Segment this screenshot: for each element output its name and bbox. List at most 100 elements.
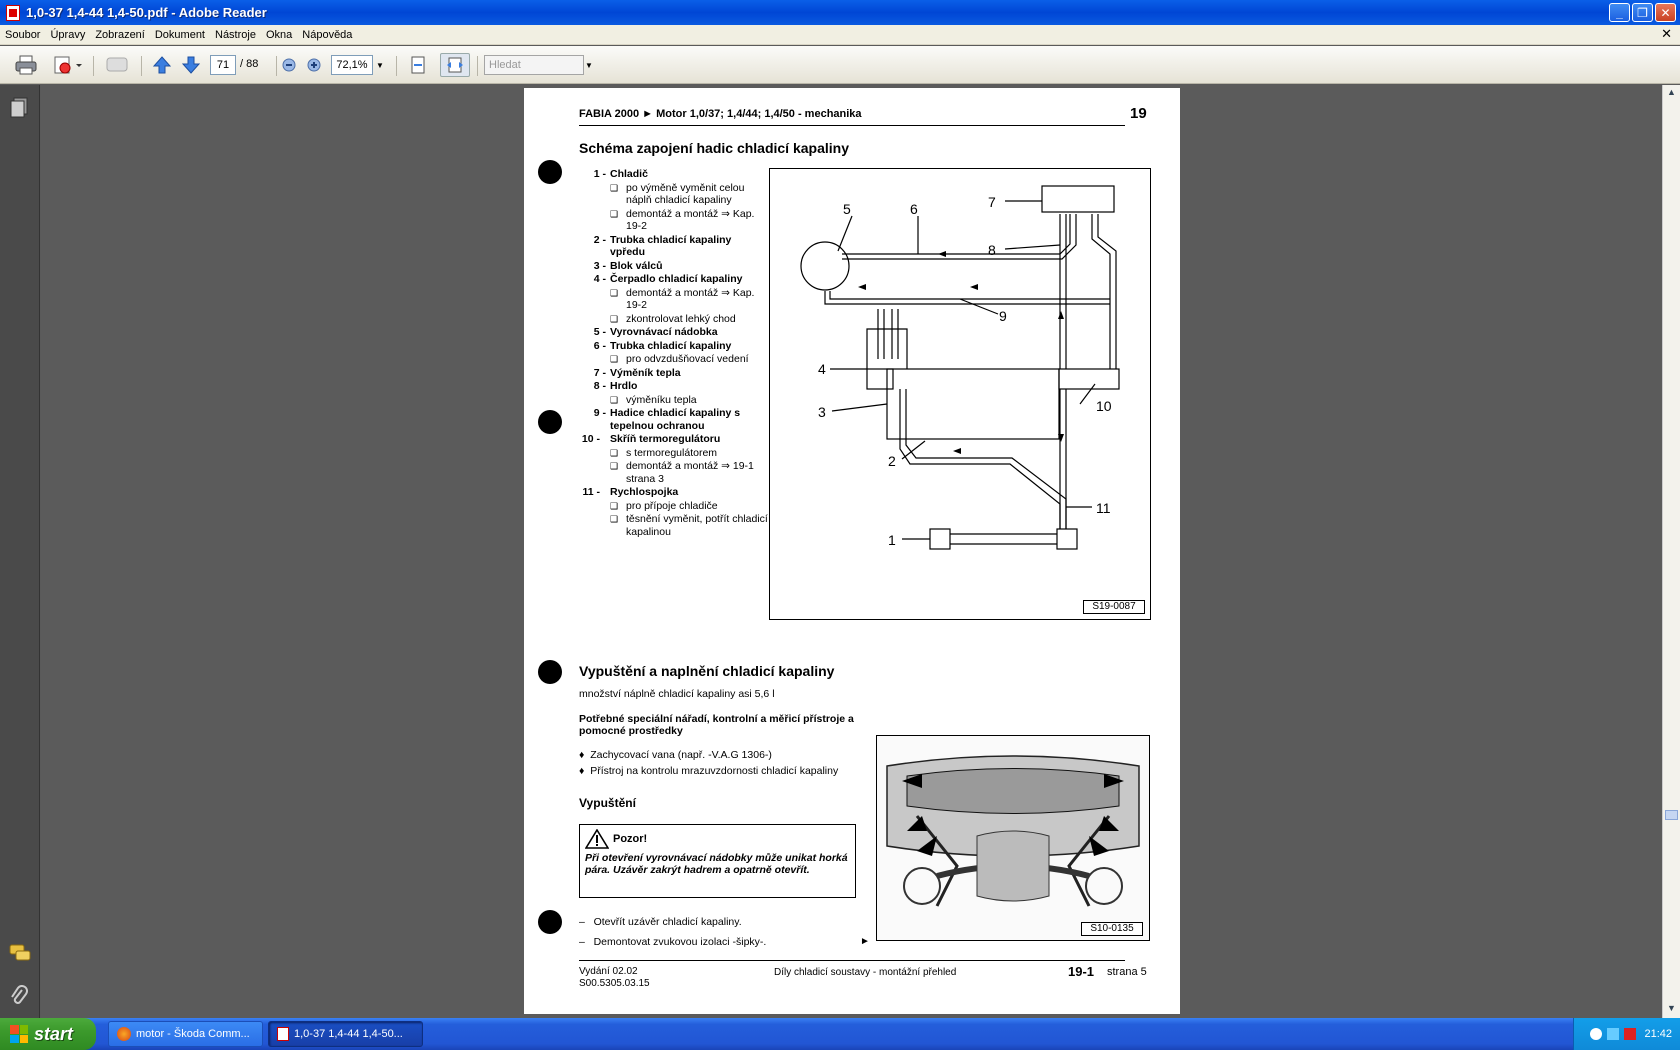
taskbar-item-firefox-label: motor - Škoda Comm... xyxy=(136,1028,250,1040)
taskbar: start motor - Škoda Comm... 1,0-37 1,4-4… xyxy=(0,1018,1680,1050)
comments-panel-icon[interactable] xyxy=(8,943,32,966)
legend-subitem: po výměně vyměnit celou náplň chladicí k… xyxy=(610,182,769,207)
legend-number: 10 - xyxy=(581,433,600,445)
diagram-label-5: 5 xyxy=(843,201,851,217)
scroll-up-icon[interactable]: ▲ xyxy=(1667,87,1676,97)
tool-item-2: ♦ Přístroj na kontrolu mrazuvzdornosti c… xyxy=(579,765,839,777)
toolbar-separator xyxy=(141,56,142,76)
legend-subitem: těsnění vyměnit, potřít chladicí kapalin… xyxy=(610,513,769,538)
close-button[interactable]: ✕ xyxy=(1655,3,1676,22)
clock[interactable]: 21:42 xyxy=(1644,1028,1672,1040)
start-label: start xyxy=(34,1023,74,1044)
legend-subitem: demontáž a montáž ⇒ Kap. 19-2 xyxy=(610,208,769,233)
title-bar[interactable]: 1,0-37 1,4-44 1,4-50.pdf - Adobe Reader xyxy=(0,0,1680,25)
legend-number: 9 - xyxy=(593,407,606,419)
vertical-scrollbar[interactable]: ▲ ▼ xyxy=(1662,85,1680,1018)
parts-legend: 1 -Chladičpo výměně vyměnit celou náplň … xyxy=(582,168,769,539)
section-title-hose-diagram: Schéma zapojení hadic chladicí kapaliny xyxy=(579,140,849,156)
zoom-in-icon[interactable] xyxy=(305,53,323,77)
page-total: / 88 xyxy=(240,58,259,70)
antivirus-icon[interactable] xyxy=(1624,1028,1637,1040)
warning-title-row: Pozor! xyxy=(585,829,850,849)
taskbar-item-adobe-reader[interactable]: 1,0-37 1,4-44 1,4-50... xyxy=(268,1021,423,1047)
tray-expand-icon[interactable] xyxy=(1590,1028,1603,1040)
legend-item: 3 -Blok válců xyxy=(584,260,769,273)
zoom-level-input[interactable]: 72,1% xyxy=(331,55,373,75)
drain-heading: Vypuštění xyxy=(579,796,636,810)
taskbar-item-adobe-reader-label: 1,0-37 1,4-44 1,4-50... xyxy=(294,1028,403,1040)
section-title-drain-fill: Vypuštění a naplnění chladicí kapaliny xyxy=(579,663,835,679)
footer-code: S00.5305.03.15 xyxy=(579,978,650,989)
legend-number: 2 - xyxy=(593,233,606,246)
legend-label: Rychlospojka xyxy=(610,486,679,498)
legend-label: Skříň termoregulátoru xyxy=(610,433,721,445)
network-icon[interactable] xyxy=(1607,1028,1620,1040)
footer-page: strana 5 xyxy=(1107,966,1147,978)
window-title: 1,0-37 1,4-44 1,4-50.pdf - Adobe Reader xyxy=(26,5,267,20)
menu-tools[interactable]: Nástroje xyxy=(215,28,256,41)
fit-width-icon[interactable] xyxy=(440,53,470,77)
diagram-label-8: 8 xyxy=(988,242,996,258)
scroll-thumb[interactable] xyxy=(1665,810,1678,820)
taskbar-item-firefox[interactable]: motor - Škoda Comm... xyxy=(108,1021,263,1047)
attachments-paperclip-icon[interactable] xyxy=(10,985,28,1010)
previous-page-icon[interactable] xyxy=(150,53,174,77)
zoom-out-icon[interactable] xyxy=(280,53,298,77)
search-input[interactable]: Hledat xyxy=(484,55,584,75)
legend-item: 6 -Trubka chladicí kapaliny xyxy=(584,340,769,353)
warning-box: Pozor! Při otevření vyrovnávací nádobky … xyxy=(579,824,856,898)
legend-number: 8 - xyxy=(593,380,606,392)
legend-number: 6 - xyxy=(593,339,606,352)
legend-subitem: zkontrolovat lehký chod xyxy=(610,313,769,326)
step-2: – Demontovat zvukovou izolaci -šipky-. xyxy=(579,936,767,948)
legend-subitem: demontáž a montáž ⇒ 19-1 strana 3 xyxy=(610,460,769,485)
underbody-photo: S10-0135 xyxy=(876,735,1150,941)
diagram-code: S19-0087 xyxy=(1083,600,1145,614)
diagram-label-6: 6 xyxy=(910,201,918,217)
scroll-down-icon[interactable]: ▼ xyxy=(1667,1003,1676,1013)
legend-subitem: demontáž a montáž ⇒ Kap. 19-2 xyxy=(610,287,769,312)
pages-panel-icon[interactable] xyxy=(9,97,29,122)
diagram-label-3: 3 xyxy=(818,404,826,420)
step-1-text: Otevřít uzávěr chladicí kapaliny. xyxy=(593,916,742,928)
legend-label: Hrdlo xyxy=(610,380,638,392)
firefox-icon xyxy=(117,1027,131,1041)
warning-text: Při otevření vyrovnávací nádobky může un… xyxy=(585,852,848,876)
pdf-page: FABIA 2000 ► Motor 1,0/37; 1,4/44; 1,4/5… xyxy=(524,88,1180,1014)
legend-item: 10 - Skříň termoregulátoru xyxy=(582,433,769,446)
legend-label: Chladič xyxy=(610,168,648,180)
next-page-icon[interactable] xyxy=(179,53,203,77)
tool-item-1-text: Zachycovací vana (např. -V.A.G 1306-) xyxy=(590,749,772,761)
restore-button[interactable]: ❐ xyxy=(1632,3,1653,22)
footer-edition: Vydání 02.02 xyxy=(579,966,638,977)
menu-document[interactable]: Dokument xyxy=(154,28,205,41)
toolbar-separator xyxy=(477,56,478,76)
diagram-label-2: 2 xyxy=(888,453,896,469)
menu-help[interactable]: Nápověda xyxy=(302,28,353,41)
tool-item-2-text: Přístroj na kontrolu mrazuvzdornosti chl… xyxy=(590,765,839,777)
legend-subitem: výměníku tepla xyxy=(610,394,769,407)
legend-label: Vyrovnávací nádobka xyxy=(610,326,718,338)
diagram-label-7: 7 xyxy=(988,194,996,210)
zoom-dropdown-icon[interactable]: ▼ xyxy=(376,60,384,70)
fit-page-icon[interactable] xyxy=(405,53,431,77)
email-document-icon[interactable] xyxy=(50,53,86,77)
legend-number: 7 - xyxy=(593,366,606,379)
start-button[interactable]: start xyxy=(0,1018,96,1050)
menu-file[interactable]: Soubor xyxy=(5,28,41,41)
menu-view[interactable]: Zobrazení xyxy=(95,28,145,41)
legend-item: 11 -Rychlospojka xyxy=(582,486,769,499)
menu-window[interactable]: Okna xyxy=(265,28,293,41)
legend-label: Čerpadlo chladicí kapaliny xyxy=(610,273,743,285)
legend-label: Blok válců xyxy=(610,259,663,272)
footer-rule xyxy=(579,960,1125,961)
page-number-input[interactable]: 71 xyxy=(210,55,236,75)
menu-edit[interactable]: Úpravy xyxy=(50,28,86,41)
print-icon[interactable] xyxy=(12,53,40,77)
document-close-icon[interactable]: ✕ xyxy=(1661,26,1672,41)
step-2-text: Demontovat zvukovou izolaci -šipky-. xyxy=(593,936,767,948)
navigation-panel xyxy=(0,85,40,1018)
comment-disabled-icon xyxy=(102,53,132,77)
minimize-button[interactable]: _ xyxy=(1609,3,1630,22)
search-dropdown-icon[interactable]: ▼ xyxy=(585,60,593,70)
